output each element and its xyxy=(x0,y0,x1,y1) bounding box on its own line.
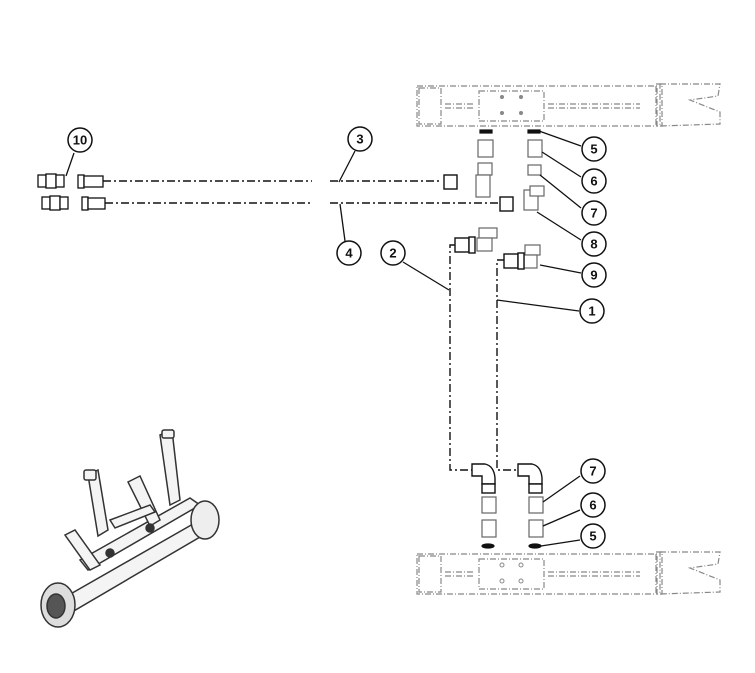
svg-text:8: 8 xyxy=(590,237,597,252)
callout-5-upper: 5 xyxy=(581,136,607,162)
upper-fittings xyxy=(475,129,545,269)
callout-10: 10 xyxy=(67,127,93,153)
leader-lines xyxy=(65,130,582,547)
callout-6-upper: 6 xyxy=(581,168,607,194)
svg-text:3: 3 xyxy=(356,132,363,147)
svg-text:7: 7 xyxy=(590,206,597,221)
hydraulic-hoses xyxy=(103,180,518,471)
svg-text:5: 5 xyxy=(590,142,597,157)
svg-text:5: 5 xyxy=(589,529,596,544)
upper-actuator-cylinder xyxy=(416,83,721,127)
hose-1 xyxy=(496,259,518,471)
svg-text:2: 2 xyxy=(389,246,396,261)
callout-8: 8 xyxy=(581,231,607,257)
callout-5-lower: 5 xyxy=(580,523,606,549)
callout-1: 1 xyxy=(579,298,605,324)
hose-2 xyxy=(449,244,472,471)
svg-text:6: 6 xyxy=(589,498,596,513)
fitting-10 xyxy=(37,173,106,211)
callout-3: 3 xyxy=(347,126,373,152)
svg-text:10: 10 xyxy=(73,133,87,148)
svg-text:7: 7 xyxy=(589,464,596,479)
callout-9: 9 xyxy=(581,262,607,288)
lower-actuator-cylinder xyxy=(416,551,721,595)
svg-text:4: 4 xyxy=(345,246,353,261)
svg-text:1: 1 xyxy=(588,304,595,319)
callout-6-lower: 6 xyxy=(580,492,606,518)
callout-2: 2 xyxy=(380,240,406,266)
lower-fittings xyxy=(481,496,544,549)
svg-text:9: 9 xyxy=(590,268,597,283)
lower-cylinder-bolts xyxy=(499,562,524,584)
axle-suspension-isometric-view xyxy=(40,428,220,628)
svg-text:6: 6 xyxy=(590,174,597,189)
hose-end-fittings xyxy=(443,174,525,270)
callout-7-upper: 7 xyxy=(581,200,607,226)
callout-7-lower: 7 xyxy=(580,458,606,484)
callout-4: 4 xyxy=(336,240,362,266)
upper-cylinder-bolts xyxy=(500,95,523,115)
lower-elbows xyxy=(471,463,543,494)
